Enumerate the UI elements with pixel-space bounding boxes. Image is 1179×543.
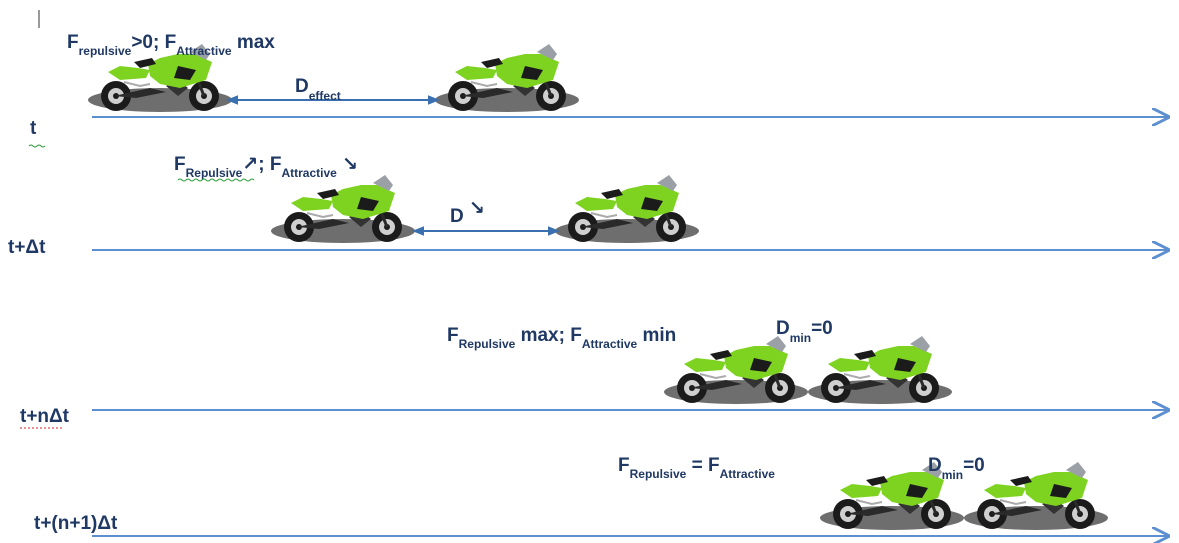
distance-label: Dmin=0 [776,318,833,345]
force-label: FRepulsive = FAttractive [618,455,775,481]
motorcycle-icon [553,173,701,245]
spellcheck-squiggle [177,178,255,182]
motorcycle-icon [269,173,417,245]
force-label: FRepulsive max; FAttractive min [447,325,676,351]
row-t-plus-n-dt: t+nΔt FRepulsive max; FAttractive min Dm… [20,318,1168,429]
motorcycle-icon [433,42,581,114]
time-label: t [30,118,37,139]
distance-label: Dmin=0 [928,455,985,482]
spellcheck-squiggle [28,144,46,148]
motorcycle-icon [662,334,810,406]
motorcycle-icon [806,334,954,406]
row-t: t Frepulsive>0; FAttractive max Deffect [28,32,1168,148]
time-label: t+nΔt [20,406,70,427]
time-label: t+Δt [8,237,46,258]
time-label: t+(n+1)Δt [34,513,118,534]
force-label: FRepulsive↗; FAttractive ↘ [174,154,358,180]
distance-label: D ↘ [450,198,485,227]
force-label: Frepulsive>0; FAttractive max [67,32,275,58]
row-t-plus-dt: t+Δt FRepulsive↗; FAttractive ↘ D ↘ [8,154,1168,258]
motorcycle-icon [962,460,1110,532]
row-t-plus-n1-dt: t+(n+1)Δt FRepulsive = FAttractive Dmin=… [34,455,1168,536]
distance-label: Deffect [295,76,341,103]
